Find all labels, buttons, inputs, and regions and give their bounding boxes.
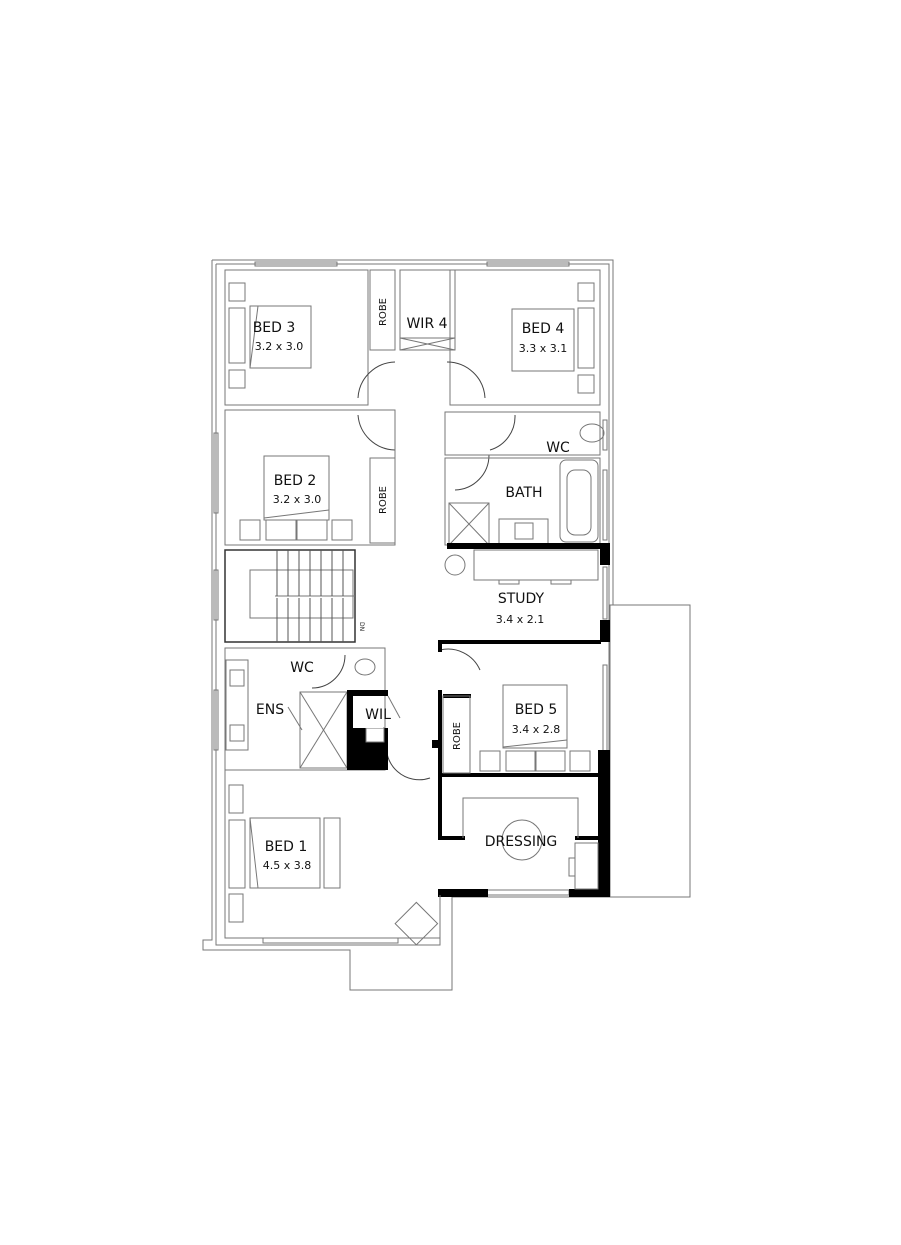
room-name-ens: ENS [256, 702, 284, 718]
room-dressing: DRESSING [438, 777, 609, 897]
room-name-bath: BATH [505, 485, 542, 501]
robe-label: ROBE [378, 298, 389, 326]
room-wc-bath: WC BATH [444, 411, 605, 546]
room-size-bed2: 3.2 x 3.0 [273, 493, 322, 506]
room-bed3: ROBE BED 3 3.2 x 3.0 [224, 269, 396, 406]
room-size-study: 3.4 x 2.1 [496, 613, 545, 626]
room-name-bed2: BED 2 [274, 473, 317, 489]
room-name-wir4: WIR 4 [406, 316, 447, 332]
room-name-wc: WC [546, 440, 570, 456]
room-bed2: ROBE BED 2 3.2 x 3.0 [224, 409, 396, 546]
wall [600, 620, 610, 642]
outer-walls [202, 259, 691, 991]
room-name-wil: WIL [365, 707, 391, 723]
room-wil: WIL [347, 690, 401, 770]
room-bed1: BED 1 4.5 x 3.8 [224, 770, 441, 946]
wall [600, 543, 610, 565]
room-size-bed4: 3.3 x 3.1 [519, 342, 568, 355]
room-size-bed5: 3.4 x 2.8 [512, 723, 561, 736]
robe-label: ROBE [378, 486, 389, 514]
room-name-wc-ens: WC [290, 660, 314, 676]
room-ensuite: WC ENS [224, 647, 386, 771]
staircase[interactable]: DN [224, 549, 365, 643]
room-name-study: STUDY [498, 591, 545, 607]
doors [311, 361, 516, 781]
room-study: STUDY 3.4 x 2.1 [444, 549, 599, 626]
robe-label: ROBE [452, 722, 463, 750]
wall [438, 640, 601, 644]
room-wir4: WIR 4 [399, 269, 456, 351]
room-bed5: ROBE BED 5 3.4 x 2.8 [432, 684, 610, 897]
room-name-bed1: BED 1 [265, 839, 308, 855]
room-name-bed4: BED 4 [522, 321, 565, 337]
stair-direction-label: DN [358, 622, 365, 631]
room-name-bed5: BED 5 [515, 702, 558, 718]
room-size-bed1: 4.5 x 3.8 [263, 859, 312, 872]
room-size-bed3: 3.2 x 3.0 [255, 340, 304, 353]
room-name-bed3: BED 3 [253, 320, 296, 336]
wall [438, 640, 442, 652]
wall [447, 543, 610, 549]
room-bed4: BED 4 3.3 x 3.1 [449, 269, 601, 406]
room-name-dressing: DRESSING [485, 834, 558, 850]
